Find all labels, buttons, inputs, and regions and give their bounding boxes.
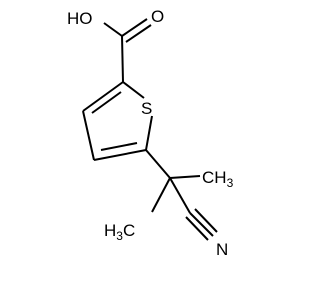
nitrogen-label: N — [216, 240, 228, 259]
bond-nitrile-2 — [194, 208, 218, 233]
bond-quaternary-methyl-left — [151, 177, 171, 213]
molecule-diagram: HO O S CH3 H3C N — [67, 7, 234, 259]
bond-nitrile-3 — [185, 216, 209, 241]
methyl-left-label: H3C — [104, 221, 135, 243]
bond-c-o-double-2 — [125, 24, 152, 43]
bond-nitrile-1 — [189, 212, 214, 237]
methyl-right-label: CH3 — [202, 168, 234, 190]
hydroxyl-label: HO — [67, 9, 93, 28]
bond-c5-quaternary — [145, 149, 171, 179]
bond-quaternary-nitrile-carbon — [169, 177, 191, 214]
bond-quaternary-methyl-right — [169, 175, 201, 179]
carbonyl-oxygen-label: O — [151, 7, 164, 26]
bond-c-o-double-1 — [121, 18, 148, 37]
structure-canvas: HO O S CH3 H3C N — [67, 7, 234, 259]
bond-acid-to-ring — [121, 35, 124, 83]
bond-c-oh — [103, 22, 123, 37]
bond-ring-c2-s — [122, 81, 145, 99]
bond-ring-c5-c4-inner — [100, 142, 138, 151]
bond-ring-c5-c4 — [93, 149, 147, 161]
sulfur-label: S — [141, 99, 152, 118]
bond-ring-c4-c3 — [82, 110, 95, 161]
bond-ring-c3-c2-inner — [91, 91, 122, 114]
bond-ring-c3-c2 — [82, 81, 124, 112]
bond-ring-s-c5 — [145, 115, 153, 151]
